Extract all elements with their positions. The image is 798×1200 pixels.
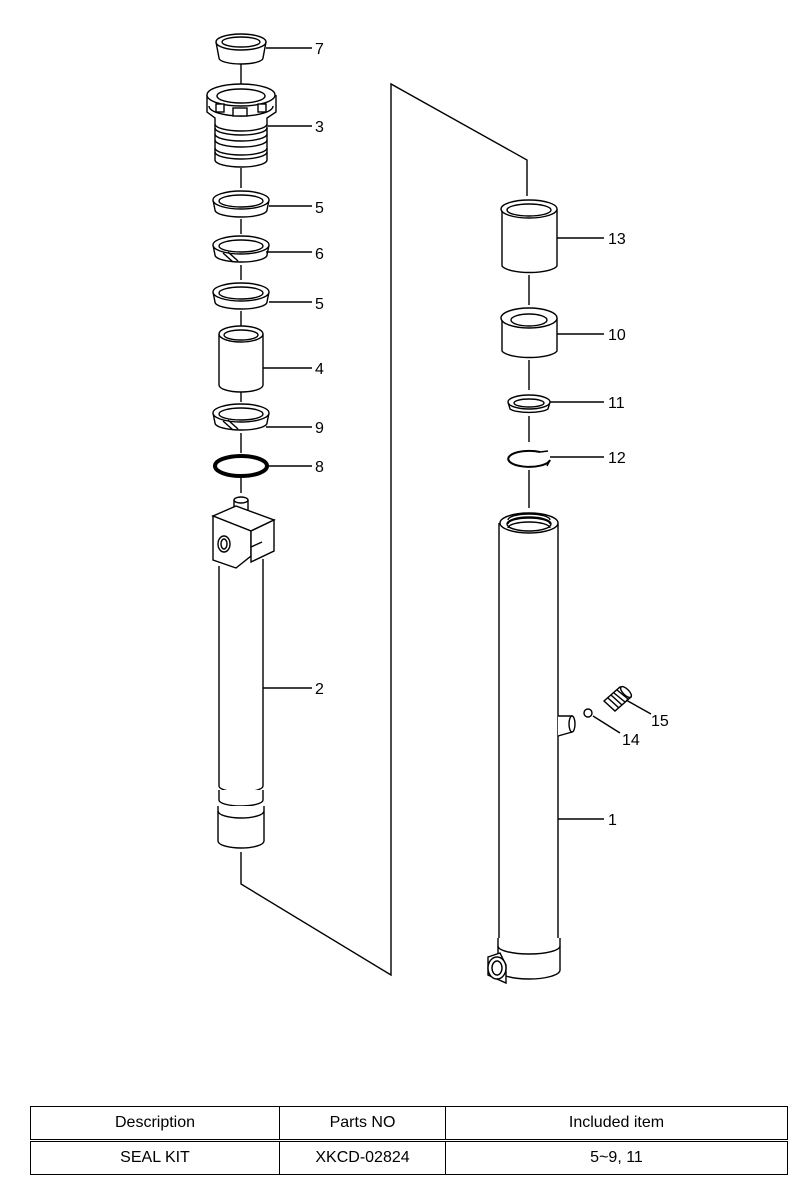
part-13-sleeve	[500, 199, 558, 274]
cell-description: SEAL KIT	[30, 1140, 280, 1175]
callout-15: 15	[651, 713, 669, 730]
callout-labels: 7 3 5 6 5 4 9 8 2 13 10 11 12 15 14 1	[315, 41, 669, 829]
table-row: SEAL KIT XKCD-02824 5~9, 11	[30, 1140, 788, 1175]
assembly-connector-line	[240, 82, 528, 977]
part-4-bushing	[218, 325, 264, 393]
callout-1: 1	[608, 812, 617, 829]
part-11-seal-ring	[507, 394, 551, 414]
part-12-snap-ring	[507, 449, 551, 468]
part-9-split-ring	[212, 403, 270, 431]
header-included-item: Included item	[445, 1106, 788, 1142]
part-3-gland	[206, 83, 277, 168]
part-2-piston-rod	[211, 496, 276, 849]
table-header-row: Description Parts NO Included item	[30, 1106, 788, 1142]
callout-10: 10	[608, 327, 626, 344]
callout-4: 4	[315, 361, 324, 378]
callout-11: 11	[608, 395, 625, 412]
header-parts-no: Parts NO	[279, 1106, 446, 1142]
callout-12: 12	[608, 450, 626, 467]
callout-5-lower: 5	[315, 296, 324, 313]
part-7-wiper-ring	[215, 33, 267, 65]
callout-5-upper: 5	[315, 200, 324, 217]
callout-3: 3	[315, 119, 324, 136]
callout-8: 8	[315, 459, 324, 476]
callout-9: 9	[315, 420, 324, 437]
part-1-cylinder-tube	[487, 512, 576, 985]
exploded-parts-diagram: 7 3 5 6 5 4 9 8 2 13 10 11 12 15 14 1	[206, 33, 669, 985]
header-description: Description	[30, 1106, 280, 1142]
callout-leaders	[263, 47, 652, 820]
callout-7: 7	[315, 41, 324, 58]
callout-13: 13	[608, 231, 626, 248]
cell-parts-no: XKCD-02824	[279, 1140, 446, 1175]
part-14-ball	[583, 708, 593, 718]
part-15-set-screw	[602, 685, 633, 712]
part-5-lower-ring	[212, 282, 270, 310]
cell-included-item: 5~9, 11	[445, 1140, 788, 1175]
part-6-backup-ring	[212, 235, 270, 263]
seal-kit-table: Description Parts NO Included item SEAL …	[30, 1106, 788, 1175]
callout-6: 6	[315, 246, 324, 263]
part-5-upper-ring	[212, 190, 270, 218]
callout-2: 2	[315, 681, 324, 698]
part-8-o-ring	[213, 454, 269, 478]
callout-14: 14	[622, 732, 640, 749]
part-10-piston	[500, 307, 558, 359]
